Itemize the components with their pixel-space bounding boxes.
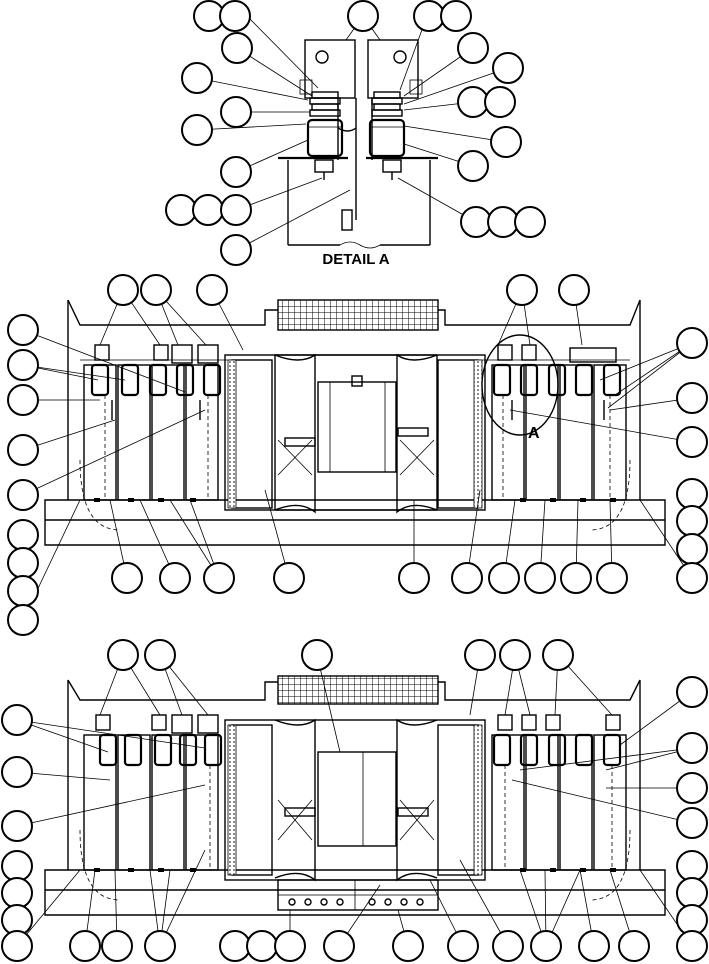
detail-a-caption: DETAIL A (322, 251, 389, 268)
coil-bank-left-lower (83, 714, 223, 872)
coil-bank-right-upper (491, 344, 627, 502)
coil-bank-left-upper (83, 344, 222, 502)
terminal-strip-bolts (288, 898, 424, 906)
assembly-view-lower (1, 639, 708, 962)
callout-bubbles-detail (165, 0, 546, 266)
detail-a-view: DETAIL A (165, 0, 546, 268)
callout-bubbles-lower (1, 639, 708, 962)
detail-a-reference: A (528, 425, 540, 442)
detail-a-marker (481, 334, 559, 436)
assembly-view-upper: A (7, 274, 708, 636)
coil-bank-right-lower (491, 714, 627, 872)
callout-bubbles-upper (7, 274, 708, 636)
